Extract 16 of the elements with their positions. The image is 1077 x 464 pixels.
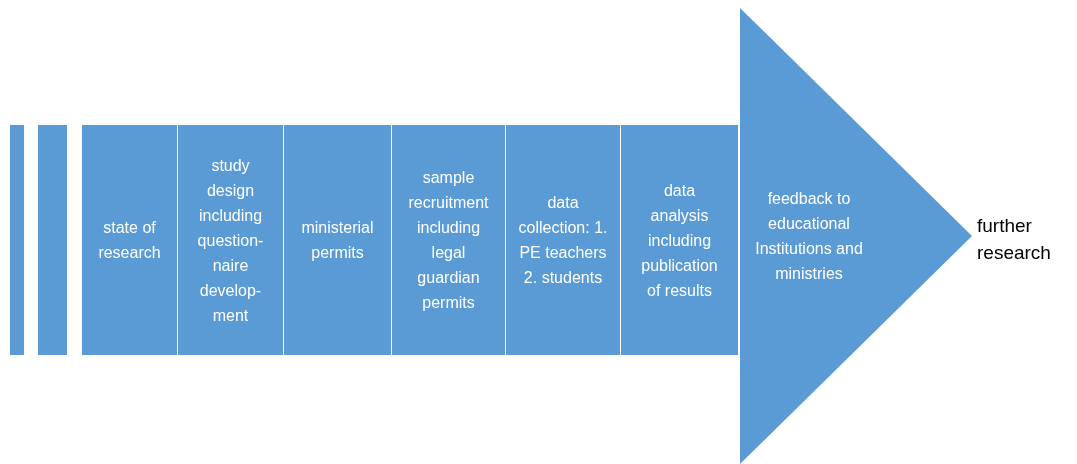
step-text: data analysis including publication of results — [640, 180, 719, 301]
step-text: sample recruitment including legal guardian permits — [407, 168, 490, 313]
step-text: state of research — [97, 218, 162, 263]
step-box — [392, 125, 505, 355]
bar-shape — [38, 125, 67, 355]
step-box — [178, 125, 283, 355]
outcome-text: further research — [977, 214, 1052, 265]
bar-shape — [10, 125, 24, 355]
step-text: ministerial permits — [300, 218, 375, 263]
step-box — [506, 125, 620, 355]
step-text: feedback to educational Institutions and ministries — [754, 189, 864, 284]
step-box — [82, 125, 177, 355]
step-box — [621, 125, 738, 355]
step-text: data collection: 1. PE teachers 2. students — [518, 193, 608, 288]
step-text: study design including question-naire develop-ment — [196, 155, 265, 326]
step-box — [284, 125, 391, 355]
